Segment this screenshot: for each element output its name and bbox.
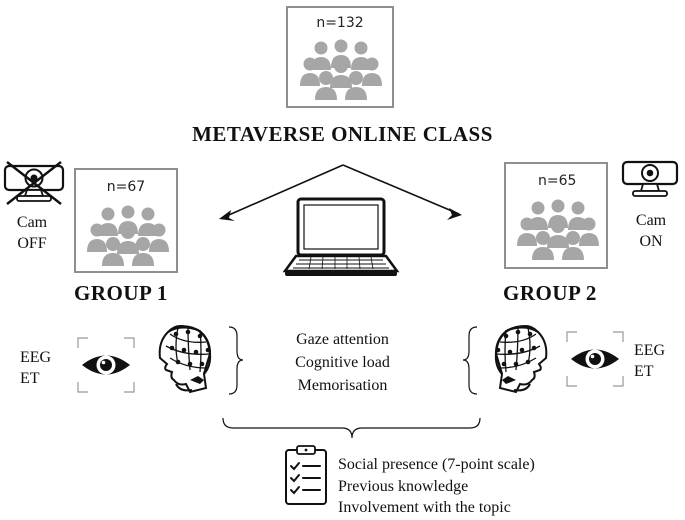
group1-measure-et: ET [20,370,40,387]
outcomes-list: Gaze attention Cognitive load Memorisati… [270,328,415,397]
group1-measure-eeg: EEG [20,349,52,366]
group2-measure-eeg: EEG [634,342,666,359]
webcam-icon [621,160,679,197]
outcome-gaze-attention: Gaze attention [296,331,389,348]
eye-icon [77,337,135,393]
clipboard-checklist-icon [285,445,327,505]
questionnaire-social-presence: Social presence (7-point scale) [338,456,535,473]
people-group-icon [517,199,599,260]
group1-cam-line2: OFF [17,235,47,252]
outcome-cognitive-load: Cognitive load [295,354,390,371]
group1-cam-line1: Cam [16,214,48,231]
questionnaire-list: Social presence (7-point scale) Previous… [338,454,535,519]
people-group-icon [87,205,169,266]
group2-title: GROUP 2 [503,281,597,305]
eeg-cap-head-icon [494,324,548,394]
group2-count: n=65 [538,173,577,189]
total-sample-box: n=132 [286,6,394,108]
questionnaire-previous-knowledge: Previous knowledge [338,477,469,495]
eeg-cap-head-icon [158,324,212,394]
group1-cam-label: Cam OFF [6,212,58,254]
total-count: n=132 [316,15,364,31]
group1-count: n=67 [106,179,146,195]
group2-cam-label: Cam ON [626,210,676,252]
group2-measure-et: ET [634,363,654,380]
group2-measures: EEG ET [634,340,665,382]
laptop-icon [282,197,400,276]
webcam-off-icon [3,161,65,205]
eye-icon [566,331,624,387]
main-title: METAVERSE ONLINE CLASS [192,122,493,146]
group1-title: GROUP 1 [74,281,168,305]
questionnaire-involvement: Involvement with the topic [338,499,511,516]
group1-sample-box: n=67 [74,168,178,273]
group2-sample-box: n=65 [504,162,608,269]
outcome-memorisation: Memorisation [297,377,388,394]
group2-cam-line1: Cam [635,212,667,229]
group1-measures: EEG ET [20,347,51,389]
group2-cam-line2: ON [639,233,663,250]
people-group-icon [300,39,382,100]
